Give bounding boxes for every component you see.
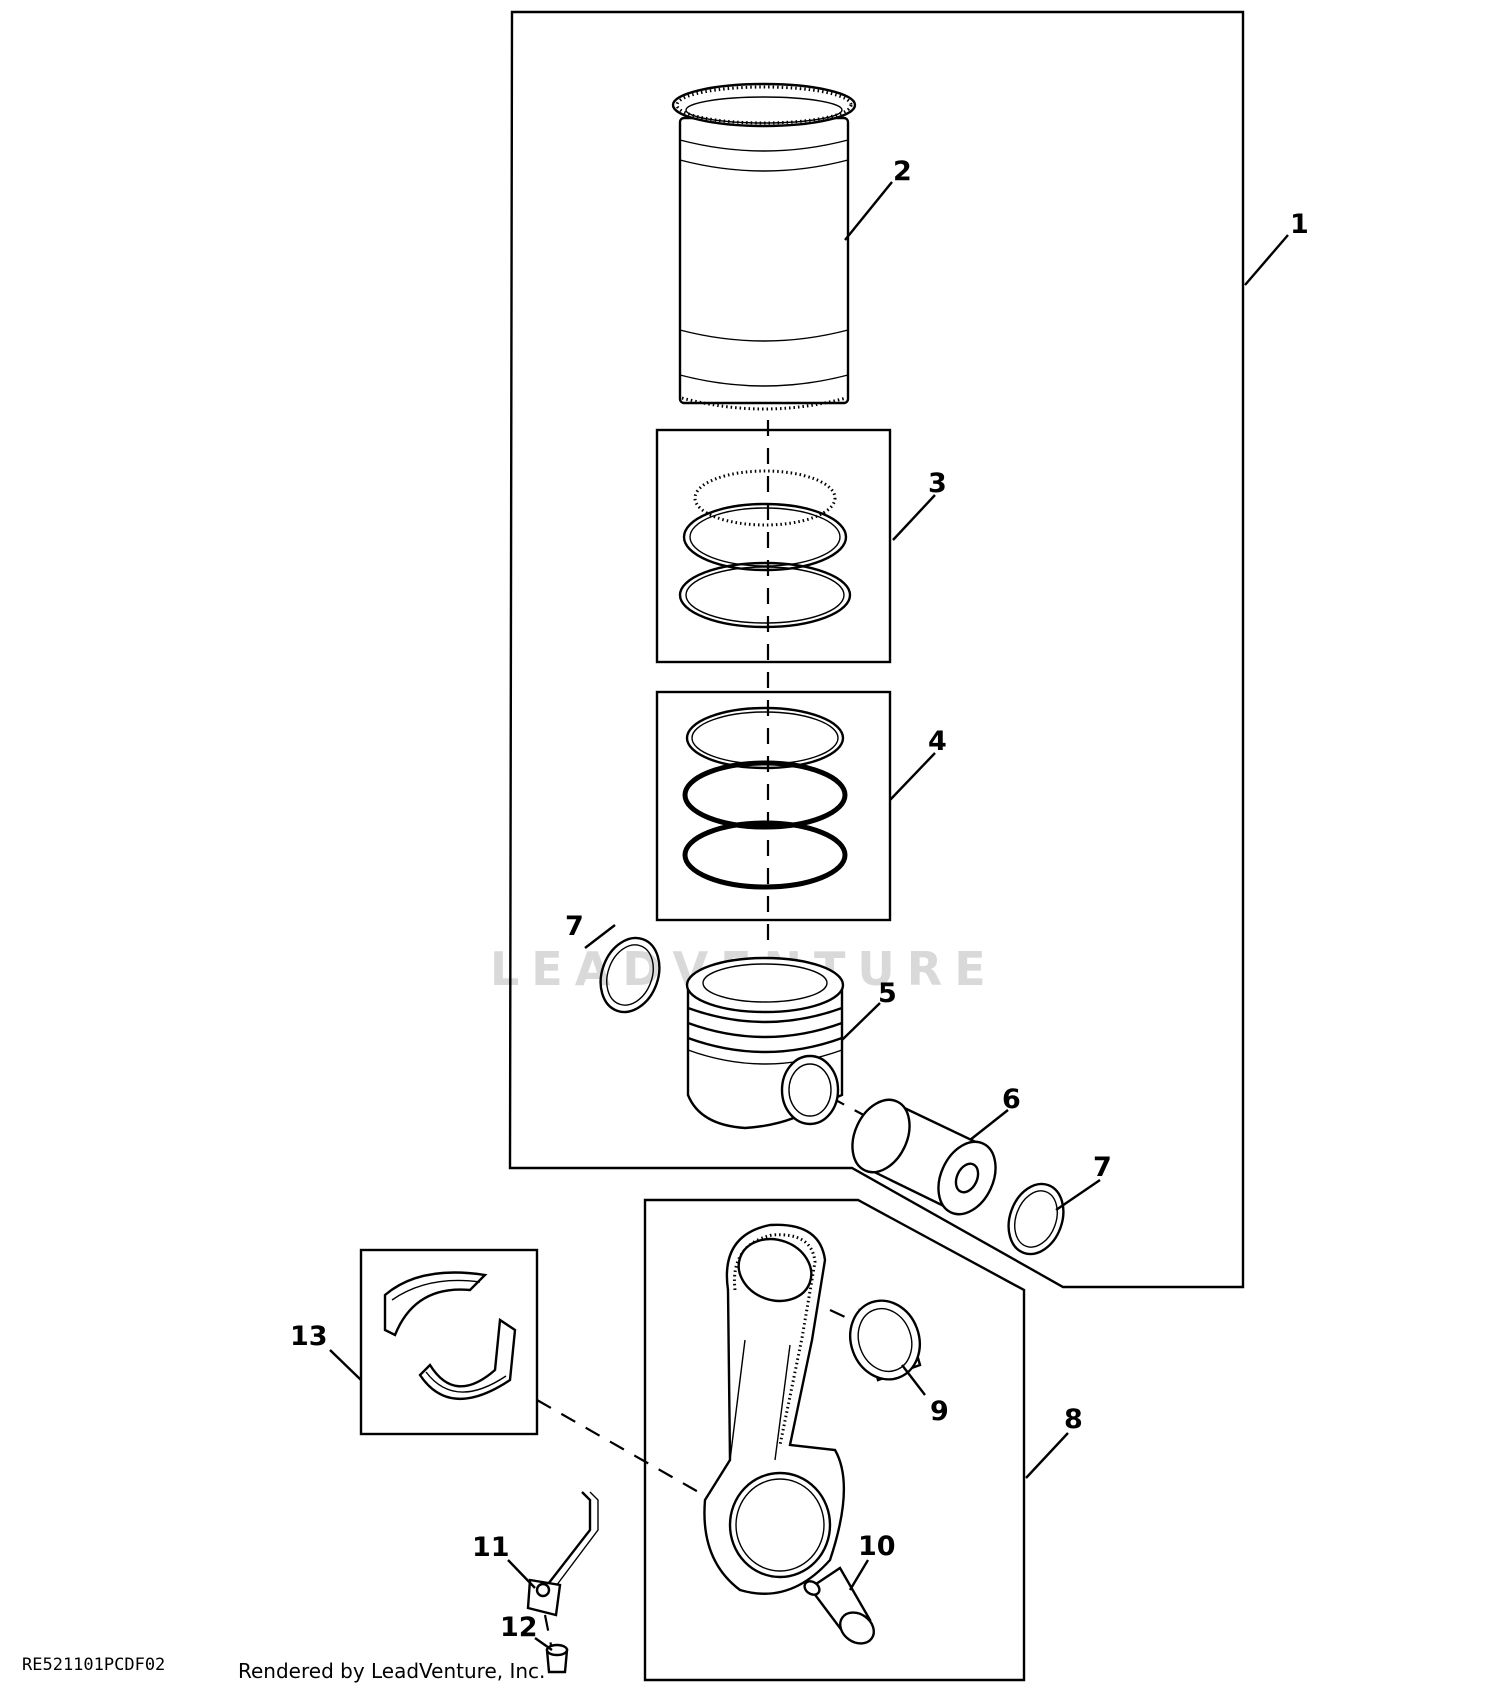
callout-13: 13: [290, 1321, 328, 1352]
callout-10: 10: [858, 1531, 896, 1562]
group-frame-4: [655, 690, 892, 922]
callout-1: 1: [1290, 209, 1309, 240]
rod-bushing: [849, 1299, 922, 1382]
callout-5: 5: [878, 978, 897, 1009]
piston-ring-set-4: [682, 706, 848, 890]
assembly-axis-bearing: [536, 1399, 731, 1511]
cylinder-liner: [671, 82, 857, 411]
piston-pin: [851, 1098, 997, 1216]
drawing-code: RE521101PCDF02: [22, 1655, 165, 1675]
callout-11: 11: [472, 1532, 510, 1563]
callout-9: 9: [930, 1396, 949, 1427]
group-frame-1: [508, 10, 1245, 1289]
piston: [685, 956, 845, 1130]
snap-ring-upper: [599, 936, 661, 1014]
connecting-rod: [703, 1223, 846, 1595]
rod-bearing: [383, 1271, 517, 1400]
callout-3: 3: [928, 468, 947, 499]
piston-ring-set-3: [678, 469, 852, 629]
cooling-orifice: [526, 1491, 599, 1617]
snap-ring-lower: [1007, 1182, 1065, 1256]
callout-12: 12: [500, 1612, 538, 1643]
render-credit: Rendered by LeadVenture, Inc.: [238, 1659, 545, 1683]
rod-bolt: [803, 1566, 875, 1645]
group-frame-3: [655, 428, 892, 664]
callout-4: 4: [928, 726, 947, 757]
callout-2: 2: [893, 156, 912, 187]
cap-screw: [543, 1614, 569, 1674]
callout-7-lower: 7: [1093, 1152, 1112, 1183]
callout-7-upper: 7: [565, 911, 584, 942]
leader-lines: [329, 181, 1289, 1651]
group-frame-8: [643, 1198, 1026, 1682]
callout-8: 8: [1064, 1404, 1083, 1435]
group-frame-13: [359, 1248, 539, 1436]
callout-6: 6: [1002, 1084, 1021, 1115]
